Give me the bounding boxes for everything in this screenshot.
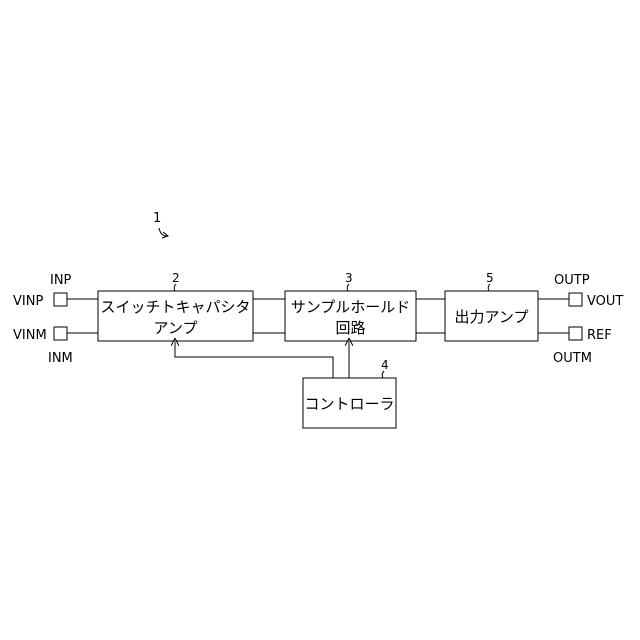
vout-label: VOUT [587, 294, 623, 309]
controller-ref: 4 [381, 358, 389, 372]
switched-cap-amp-ref: 2 [172, 271, 180, 285]
sample-hold-ref-leader [347, 284, 349, 291]
outm-terminal [569, 327, 582, 340]
switched-cap-amp-ref-leader [174, 284, 176, 291]
figure-ref-label: 1 [153, 211, 161, 226]
output-amp-ref-leader [488, 284, 490, 291]
controller-ref-leader [382, 371, 384, 378]
switched-cap-amp-label-2: アンプ [154, 319, 198, 337]
sample-hold-ref: 3 [345, 271, 353, 285]
vinp-label: VINP [13, 294, 43, 309]
controller-label: コントローラ [304, 395, 394, 413]
controller-to-amp-line [175, 342, 333, 378]
outm-label: OUTM [553, 351, 592, 366]
inm-terminal [54, 327, 67, 340]
output-amp-ref: 5 [486, 271, 494, 285]
outp-label: OUTP [554, 273, 590, 288]
ref-label: REF [587, 328, 612, 343]
output-amp-label: 出力アンプ [455, 308, 529, 326]
switched-cap-amp-label-1: スイッチトキャパシタ [100, 298, 250, 316]
sample-hold-label-2: 回路 [335, 319, 365, 337]
inp-label: INP [50, 273, 72, 288]
inp-terminal [54, 293, 67, 306]
inm-label: INM [48, 351, 73, 366]
outp-terminal [569, 293, 582, 306]
sample-hold-label-1: サンプルホールド [291, 298, 411, 316]
vinm-label: VINM [13, 328, 47, 343]
